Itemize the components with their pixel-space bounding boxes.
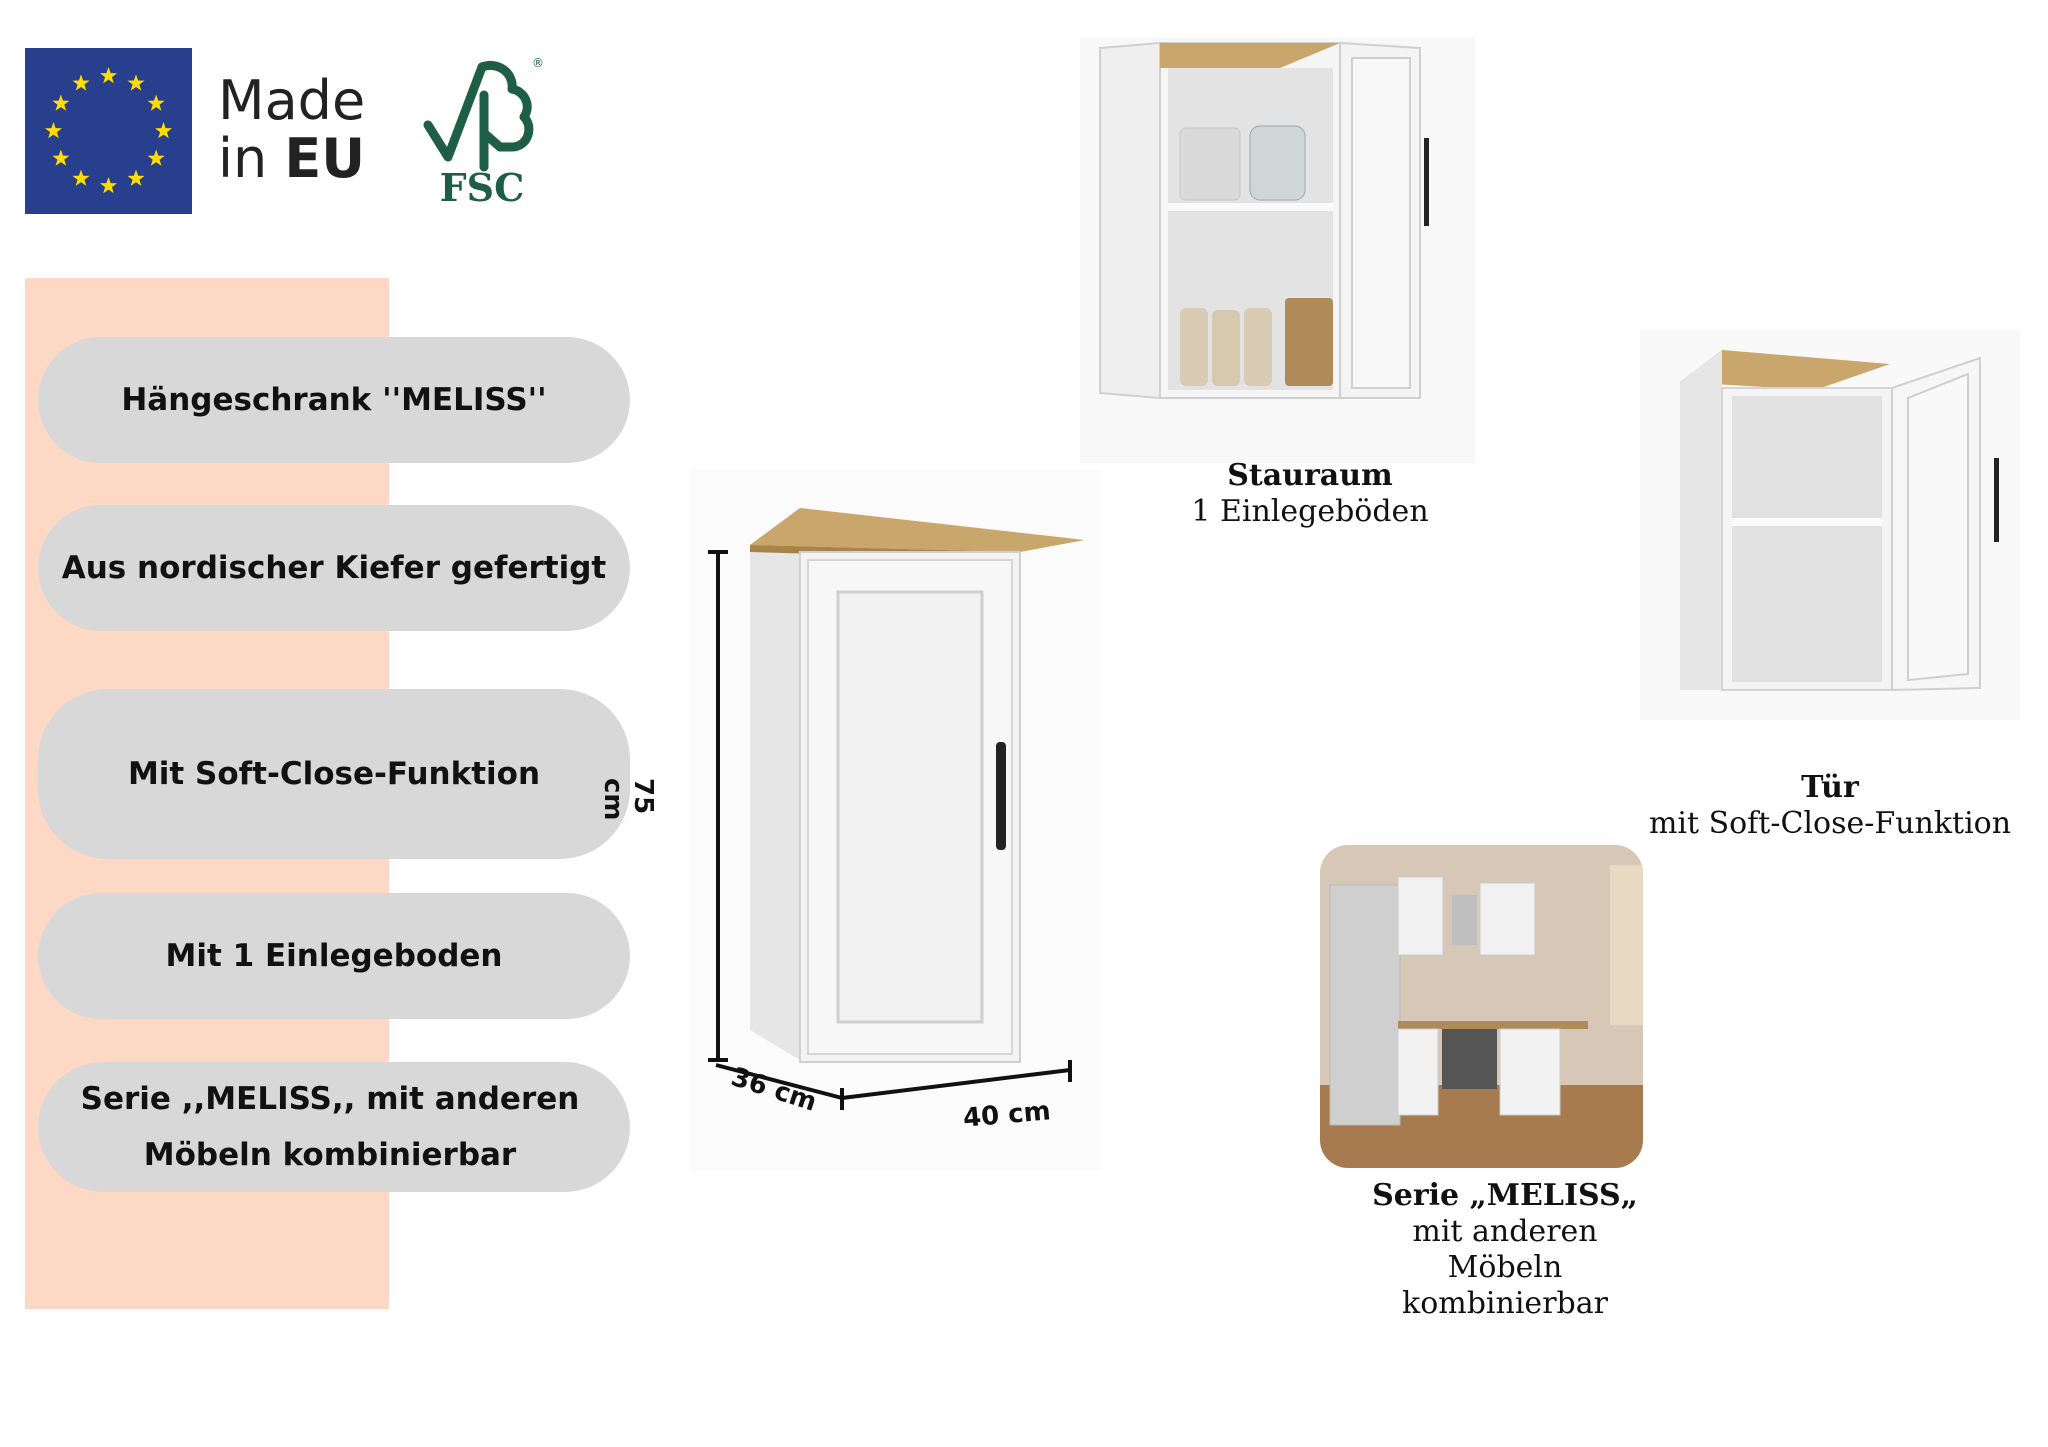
made-line-2: in EU [218, 127, 366, 190]
cabinet-dimension-image [690, 470, 1100, 1170]
caption-storage-title: Stauraum [1227, 458, 1393, 493]
feature-pill-series: Serie ,,MELISS,, mit anderen Möbeln komb… [38, 1062, 630, 1192]
caption-door-text: mit Soft-Close-Funktion [1648, 806, 2012, 841]
eu-star-icon [147, 94, 165, 111]
caption-series-line3: kombinierbar [1402, 1286, 1608, 1321]
fsc-registered-mark: ® [532, 56, 544, 70]
eu-star-icon [154, 122, 173, 139]
made-line-1: Made [218, 69, 366, 132]
feature-pill-shelf: Mit 1 Einlegeboden [38, 893, 630, 1019]
eu-star-icon [72, 74, 90, 91]
cabinet-storage-image [1080, 38, 1475, 463]
caption-series-title: Serie „MELISS„ [1372, 1178, 1638, 1213]
cabinet-door-image [1640, 330, 2020, 720]
caption-door-title: Tür [1801, 770, 1859, 805]
eu-star-icon [127, 74, 145, 91]
eu-star-icon [72, 169, 90, 186]
eu-star-icon [99, 67, 118, 84]
caption-storage: Stauraum 1 Einlegeböden [1150, 458, 1470, 530]
eu-star-icon [99, 177, 118, 194]
eu-star-icon [44, 122, 63, 139]
feature-pill-name: Hängeschrank ''MELISS'' [38, 337, 630, 463]
eu-star-icon [147, 149, 165, 166]
caption-series: Serie „MELISS„ mit anderen Möbeln kombin… [1340, 1178, 1670, 1322]
dimension-height-label: 75 cm [598, 778, 658, 821]
caption-door: Tür mit Soft-Close-Funktion [1640, 770, 2020, 842]
feature-pill-material: Aus nordischer Kiefer gefertigt [38, 505, 630, 631]
feature-pill-softclose: Mit Soft-Close-Funktion [38, 689, 630, 859]
caption-storage-text: 1 Einlegeböden [1191, 494, 1429, 529]
eu-star-icon [52, 94, 70, 111]
caption-series-line1: mit anderen [1412, 1214, 1598, 1249]
fsc-logo: ® FSC [420, 55, 545, 205]
eu-flag-icon [25, 48, 192, 214]
fsc-text: FSC [440, 165, 525, 205]
made-in-eu-label: Made in EU [218, 72, 365, 188]
eu-star-icon [127, 169, 145, 186]
eu-star-icon [52, 149, 70, 166]
caption-series-line2: Möbeln [1447, 1250, 1563, 1285]
kitchen-series-image [1320, 845, 1643, 1168]
